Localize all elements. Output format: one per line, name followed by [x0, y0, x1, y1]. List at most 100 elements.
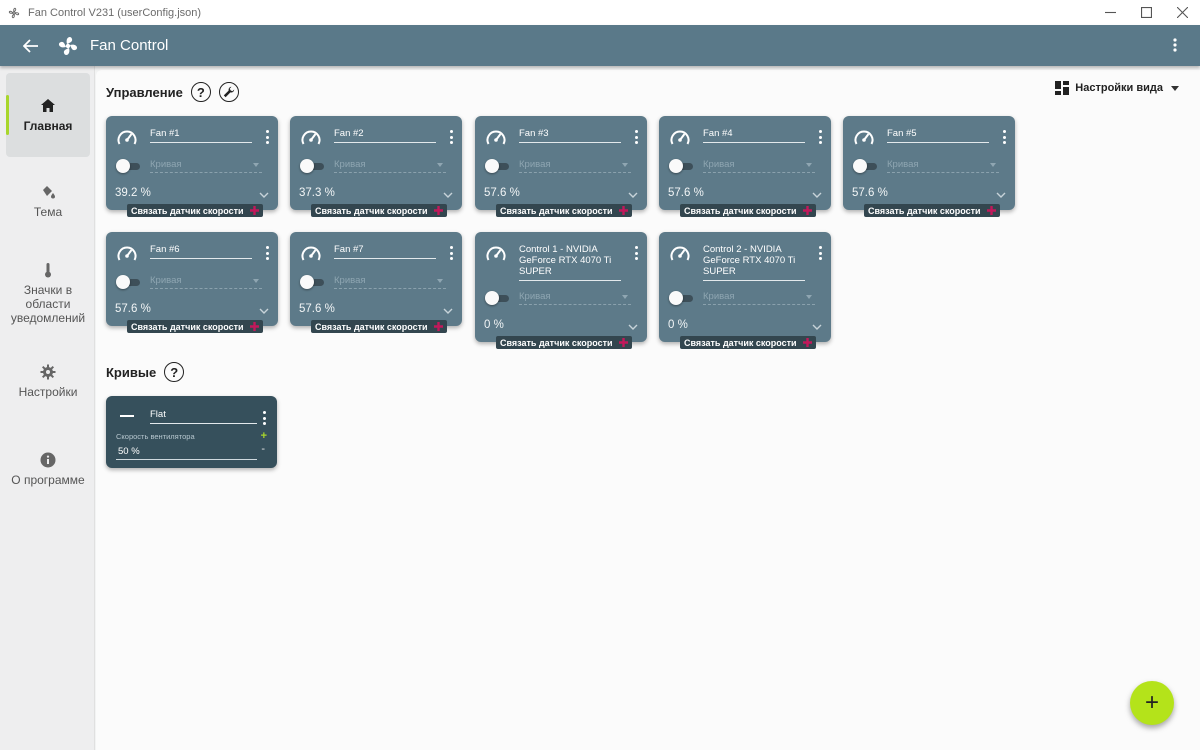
curve-select[interactable]: Кривая [334, 275, 446, 289]
fan-name-input[interactable]: Control 1 - NVIDIA GeForce RTX 4070 Ti S… [519, 244, 621, 281]
link-speed-sensor-button[interactable]: Связать датчик скорости [311, 204, 447, 217]
link-speed-sensor-button[interactable]: Связать датчик скорости [127, 204, 263, 217]
fan-name-input[interactable]: Fan #3 [519, 128, 621, 143]
fan-menu-button[interactable] [633, 130, 639, 144]
fan-menu-button[interactable] [448, 130, 454, 144]
fan-speed-value: 57.6 % [852, 187, 888, 199]
link-speed-sensor-button[interactable]: Связать датчик скорости [311, 320, 447, 333]
add-button[interactable]: + [1130, 681, 1174, 725]
fan-enable-toggle[interactable] [300, 275, 326, 289]
chevron-down-icon[interactable] [812, 192, 822, 199]
fan-enable-toggle[interactable] [669, 291, 695, 305]
sidebar-item-theme[interactable]: Тема [6, 176, 90, 226]
chevron-down-icon[interactable] [812, 324, 822, 331]
curve-select[interactable]: Кривая [887, 159, 999, 173]
close-button[interactable] [1164, 0, 1200, 25]
link-speed-sensor-button[interactable]: Связать датчик скорости [864, 204, 1000, 217]
fan-enable-toggle[interactable] [669, 159, 695, 173]
chevron-down-icon[interactable] [628, 324, 638, 331]
fan-enable-toggle[interactable] [116, 159, 142, 173]
curves-help-button[interactable]: ? [164, 362, 185, 382]
window-titlebar: Fan Control V231 (userConfig.json) [0, 0, 1200, 25]
flat-curve-icon [120, 415, 134, 417]
chevron-down-icon[interactable] [443, 308, 453, 315]
curve-select[interactable]: Кривая [150, 159, 262, 173]
fan-name-input[interactable]: Control 2 - NVIDIA GeForce RTX 4070 Ti S… [703, 244, 805, 281]
plus-icon [619, 206, 628, 215]
fan-menu-button[interactable] [1001, 130, 1007, 144]
arrow-left-icon [23, 38, 38, 53]
fan-enable-toggle[interactable] [485, 291, 511, 305]
increment-button[interactable]: + [260, 430, 267, 442]
plus-icon [619, 338, 628, 347]
fan-menu-button[interactable] [264, 130, 270, 144]
minimize-button[interactable] [1092, 0, 1128, 25]
chevron-down-icon[interactable] [259, 192, 269, 199]
curve-menu-button[interactable] [261, 411, 267, 425]
curve-select[interactable]: Кривая [703, 159, 815, 173]
fan-enable-toggle[interactable] [853, 159, 879, 173]
fan-name-input[interactable]: Fan #1 [150, 128, 252, 143]
fan-menu-button[interactable] [633, 246, 639, 260]
sidebar-item-settings[interactable]: Настройки [6, 356, 90, 406]
link-speed-sensor-button[interactable]: Связать датчик скорости [496, 336, 632, 349]
sidebar-item-home[interactable]: Главная [6, 73, 90, 157]
fan-speed-value: 57.6 % [299, 303, 335, 315]
fan-enable-toggle[interactable] [300, 159, 326, 173]
sidebar-item-label: Тема [33, 204, 63, 219]
chevron-down-icon[interactable] [259, 308, 269, 315]
plus-icon [803, 206, 812, 215]
fan-speed-value: 0 % [668, 319, 688, 331]
fan-card: Fan #3 Кривая 57.6 % Связать датчик скор… [475, 116, 647, 217]
curve-name-input[interactable]: Flat [150, 409, 257, 424]
fan-speed-input[interactable]: 50 % [116, 446, 257, 460]
fan-speed-value: 57.6 % [484, 187, 520, 199]
speedometer-icon [117, 130, 137, 145]
fan-name-input[interactable]: Fan #5 [887, 128, 989, 143]
chevron-down-icon[interactable] [628, 192, 638, 199]
more-vertical-icon [1173, 38, 1177, 52]
curve-select-placeholder: Кривая [150, 159, 182, 170]
fan-name-input[interactable]: Fan #4 [703, 128, 805, 143]
link-speed-sensor-button[interactable]: Связать датчик скорости [680, 336, 816, 349]
sidebar: Главная Тема Значки в области уведомлени… [0, 66, 95, 750]
fan-menu-button[interactable] [817, 246, 823, 260]
decrement-button[interactable]: - [261, 443, 265, 455]
fan-name-input[interactable]: Fan #7 [334, 244, 436, 259]
maximize-button[interactable] [1128, 0, 1164, 25]
view-settings-dropdown[interactable]: Настройки вида [1055, 81, 1179, 95]
fan-menu-button[interactable] [817, 130, 823, 144]
fan-menu-button[interactable] [264, 246, 270, 260]
chevron-down-icon[interactable] [443, 192, 453, 199]
fan-speed-value: 37.3 % [299, 187, 335, 199]
fan-enable-toggle[interactable] [485, 159, 511, 173]
fan-name-input[interactable]: Fan #2 [334, 128, 436, 143]
chevron-down-icon[interactable] [996, 192, 1006, 199]
curve-select-placeholder: Кривая [150, 275, 182, 286]
sidebar-item-label: О программе [11, 472, 85, 487]
fan-enable-toggle[interactable] [116, 275, 142, 289]
link-speed-sensor-button[interactable]: Связать датчик скорости [496, 204, 632, 217]
curve-select-placeholder: Кривая [703, 159, 735, 170]
sidebar-item-tray-icons[interactable]: Значки в области уведомлений [6, 258, 90, 328]
curve-select[interactable]: Кривая [519, 291, 631, 305]
link-speed-sensor-label: Связать датчик скорости [868, 205, 981, 216]
curve-select[interactable]: Кривая [519, 159, 631, 173]
curve-select[interactable]: Кривая [150, 275, 262, 289]
app-header: Fan Control [0, 25, 1200, 66]
curve-select[interactable]: Кривая [703, 291, 815, 305]
link-speed-sensor-button[interactable]: Связать датчик скорости [680, 204, 816, 217]
control-help-button[interactable]: ? [190, 82, 211, 102]
link-speed-sensor-button[interactable]: Связать датчик скорости [127, 320, 263, 333]
fan-speed-label: Скорость вентилятора [116, 432, 195, 441]
control-section-title: Управление [106, 84, 183, 100]
fan-menu-button[interactable] [448, 246, 454, 260]
curve-select[interactable]: Кривая [334, 159, 446, 173]
info-icon [40, 452, 56, 467]
sidebar-item-about[interactable]: О программе [6, 444, 90, 494]
more-menu-button[interactable] [1168, 35, 1182, 55]
control-section-header: Управление ? [106, 82, 239, 102]
fan-name-input[interactable]: Fan #6 [150, 244, 252, 259]
back-button[interactable] [20, 35, 42, 57]
control-tools-button[interactable] [218, 82, 239, 102]
